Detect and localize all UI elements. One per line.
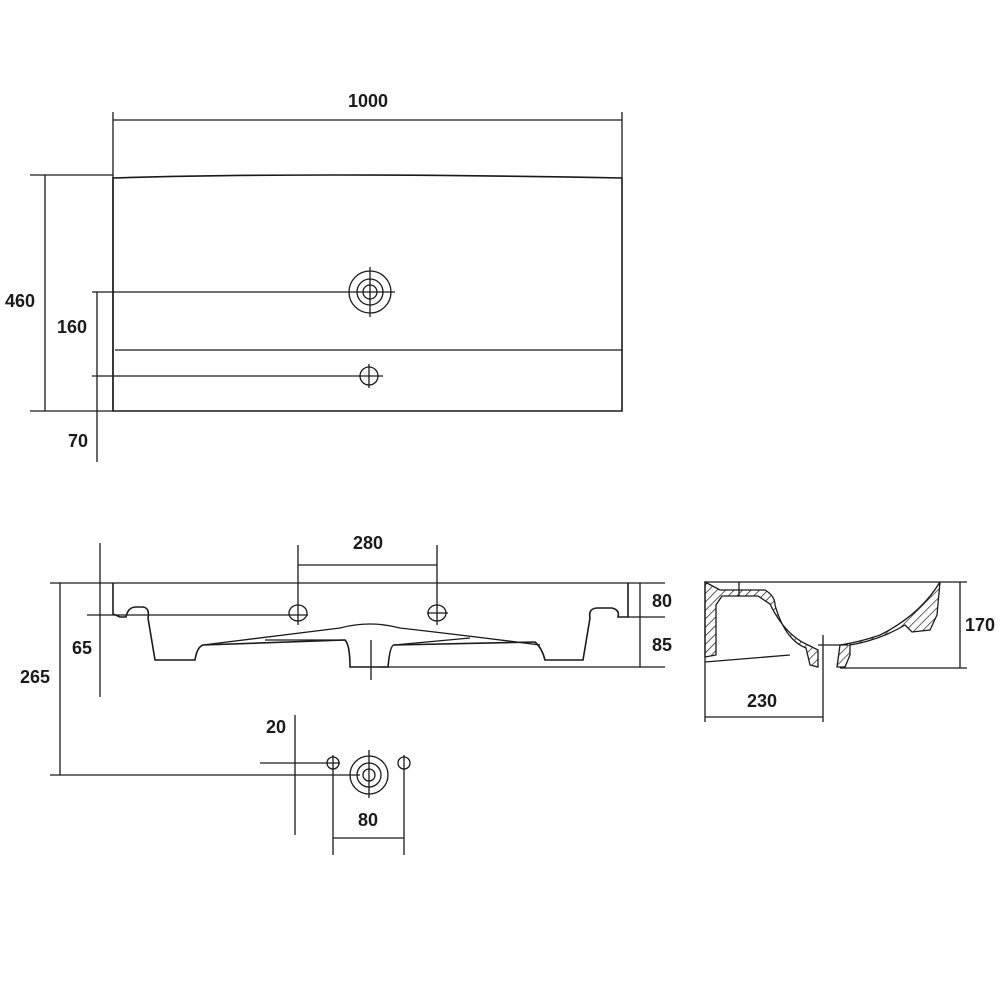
section-hatch-left: [704, 580, 819, 668]
section-line: [704, 654, 791, 663]
drain-position-label: 230: [747, 691, 777, 711]
tap-spacing-label: 280: [353, 533, 383, 553]
bowl-contour: [265, 637, 471, 646]
bowl-contour: [202, 623, 541, 646]
bowl-height-label: 85: [652, 635, 672, 655]
basin-outline-top: [112, 174, 623, 412]
drain-offset-label: 265: [20, 667, 50, 687]
overflow-offset-label: 70: [68, 431, 88, 451]
tap-detail: 80 20: [260, 715, 411, 855]
width-label: 1000: [348, 91, 388, 111]
tap-hole-icon: [348, 270, 392, 314]
hole-height-label: 65: [72, 638, 92, 658]
overflow-hole-icon: [359, 366, 379, 386]
rim-height-label: 80: [652, 591, 672, 611]
top-view: 1000 460 160 70: [5, 91, 623, 462]
tap-hole-icon: [288, 604, 308, 622]
tap-offset-label: 160: [57, 317, 87, 337]
depth-label: 460: [5, 291, 35, 311]
tap-hole-core: [362, 284, 378, 300]
basin-outline-front: [112, 583, 629, 668]
hole-offset-label: 20: [266, 717, 286, 737]
section-height-label: 170: [965, 615, 995, 635]
front-view: 280 80 85 65 265: [20, 533, 672, 776]
hole-spacing-label: 80: [358, 810, 378, 830]
section-hatch-right: [836, 581, 941, 668]
tap-hole-inner: [356, 278, 384, 306]
section-view: 230 170: [704, 580, 995, 722]
